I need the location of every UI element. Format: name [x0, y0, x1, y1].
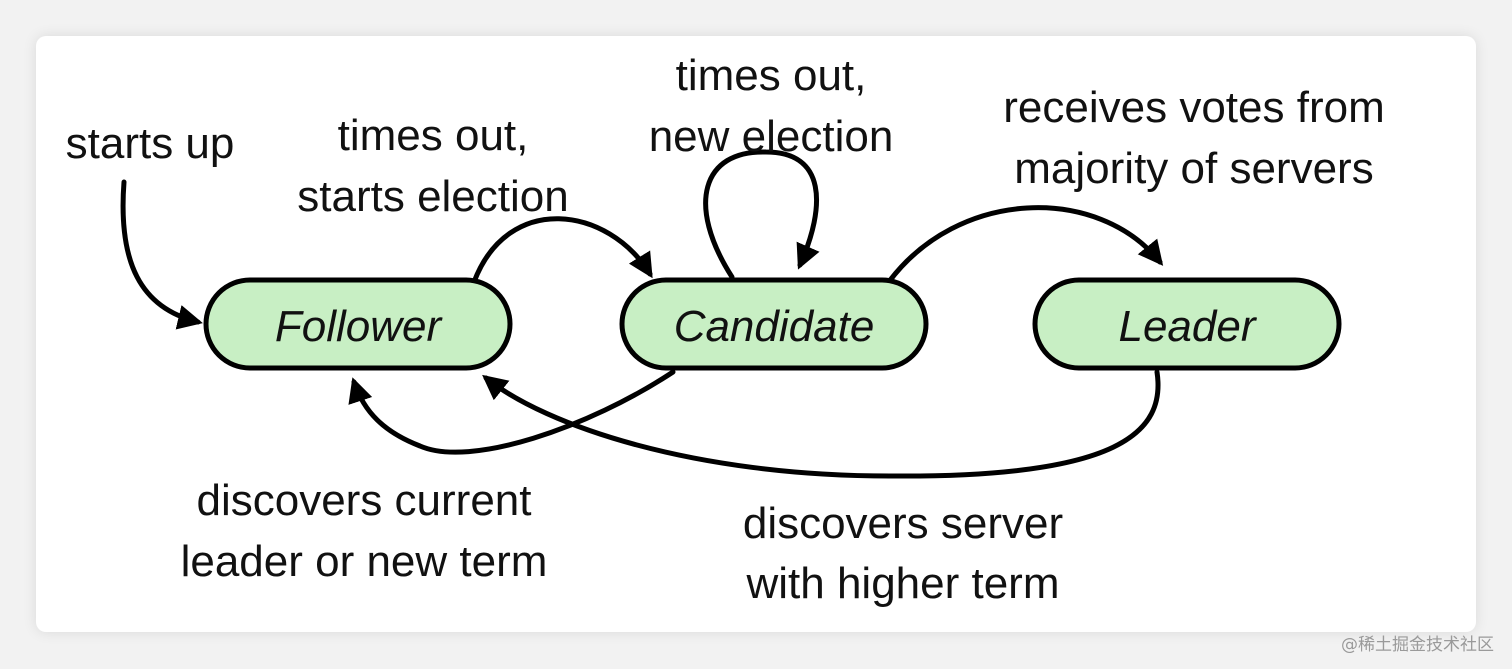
- label-starts-up: starts up: [66, 119, 235, 168]
- edge-candidate-to-follower: [348, 369, 676, 455]
- label-discovers-current-leader-line2: leader or new term: [181, 537, 548, 586]
- state-leader-shape: [1032, 277, 1342, 371]
- state-candidate: Candidate: [619, 277, 929, 371]
- watermark: @稀土掘金技术社区: [1341, 635, 1494, 655]
- state-follower: Follower: [203, 277, 513, 371]
- edge-candidate-self-loop: [703, 149, 820, 280]
- label-receives-votes-line1: receives votes from: [1003, 83, 1384, 132]
- state-leader: Leader: [1032, 277, 1342, 371]
- edge-leader-to-follower: [482, 369, 1161, 479]
- edge-candidate-to-leader: [885, 205, 1164, 286]
- edge-starts-up: [120, 179, 203, 330]
- label-discovers-server-higher-term-line1: discovers server: [743, 499, 1063, 548]
- state-leader-label: Leader: [1118, 302, 1257, 351]
- label-times-out-starts-election-line2: starts election: [297, 172, 568, 221]
- label-discovers-server-higher-term-line2: with higher term: [745, 559, 1059, 608]
- label-times-out-starts-election-line1: times out,: [338, 111, 529, 160]
- label-times-out-new-election-line2: new election: [649, 112, 894, 161]
- label-times-out-new-election-line1: times out,: [676, 51, 867, 100]
- label-discovers-current-leader-line1: discovers current: [196, 476, 531, 525]
- state-follower-shape: [203, 277, 513, 371]
- edge-follower-to-candidate: [471, 216, 653, 285]
- label-receives-votes-line2: majority of servers: [1014, 144, 1373, 193]
- state-candidate-label: Candidate: [674, 302, 875, 351]
- state-follower-label: Follower: [275, 302, 444, 351]
- state-candidate-shape: [619, 277, 929, 371]
